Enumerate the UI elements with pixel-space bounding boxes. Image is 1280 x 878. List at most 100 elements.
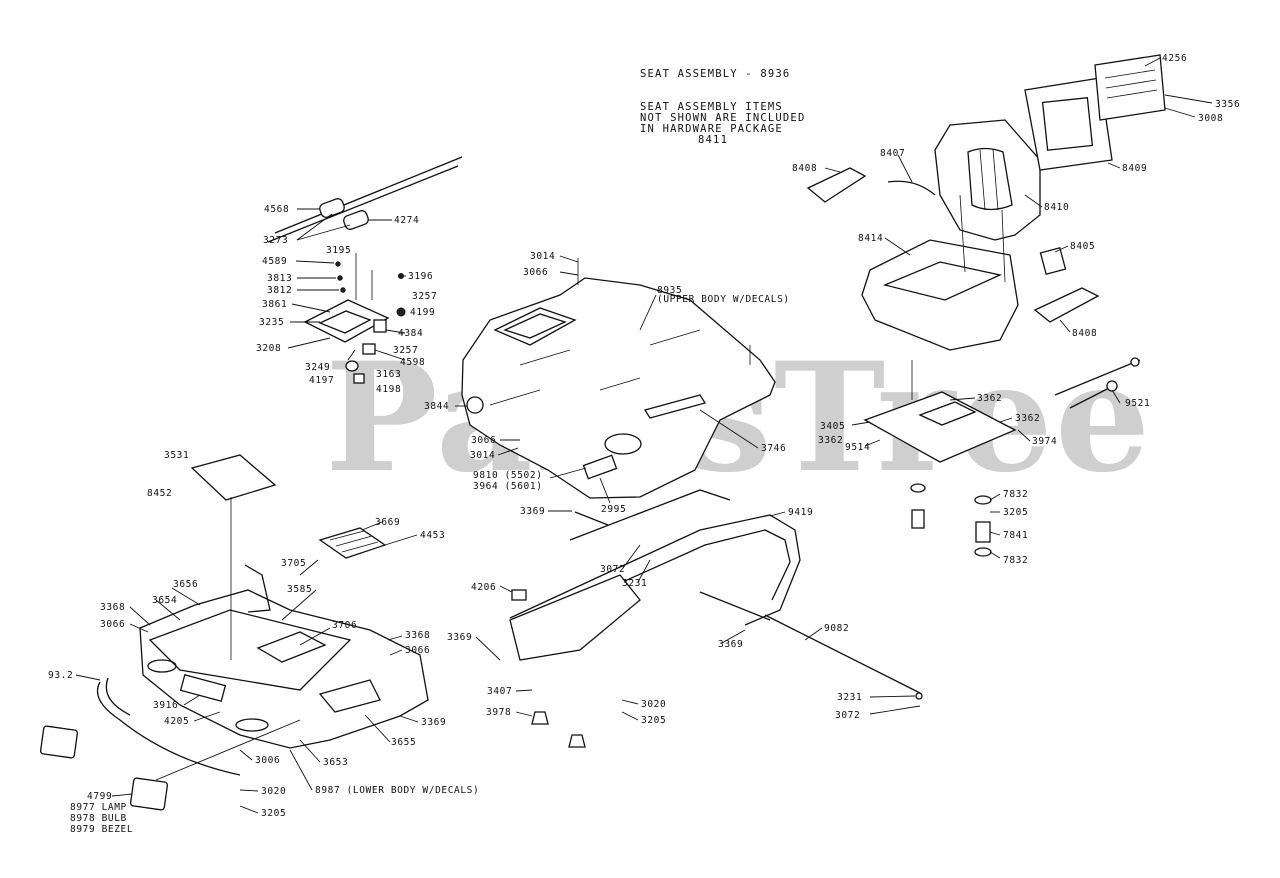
label-8935: 8935 (657, 285, 682, 296)
label-4206: 4206 (471, 582, 496, 593)
label-3964: 3964 (5601) (473, 481, 543, 492)
cable-rod-lower (267, 165, 459, 243)
label-3861: 3861 (262, 299, 287, 310)
grille-line-2 (335, 535, 373, 547)
cable-clip-4568 (319, 198, 345, 218)
label-8987: 8987 (LOWER BODY W/DECALS) (315, 785, 479, 796)
panel-3531 (190, 454, 277, 501)
label-4589: 4589 (262, 256, 287, 267)
nameplate-3916 (179, 674, 227, 702)
label-8410: 8410 (1044, 202, 1069, 213)
label-3669: 3669 (375, 517, 400, 528)
bracket-slot (318, 310, 372, 334)
headlight-hole-right (235, 718, 269, 732)
floor-opening-3706 (256, 631, 327, 663)
console-opening (503, 313, 567, 339)
label-4453: 4453 (420, 530, 445, 541)
seat-plate-cutout (918, 401, 977, 426)
part-labels: 4568 4274 3273 3195 4589 3813 3812 3196 … (48, 53, 1240, 835)
label-4205: 4205 (164, 716, 189, 727)
label-2995: 2995 (601, 504, 626, 515)
bumper-3006 (96, 681, 241, 776)
lower-body-shell (139, 589, 429, 749)
grille-line-1 (329, 530, 365, 541)
label-3020-a: 3020 (641, 699, 666, 710)
washer-3813 (337, 275, 343, 281)
washer-3812 (340, 287, 346, 293)
box-slat-2 (1105, 79, 1157, 89)
label-9082: 9082 (824, 623, 849, 634)
label-4274: 4274 (394, 215, 419, 226)
label-3653: 3653 (323, 757, 348, 768)
nut-4199 (396, 307, 406, 317)
label-3196: 3196 (408, 271, 433, 282)
fender-ridge-4 (649, 329, 701, 346)
washer-7832a (974, 495, 992, 505)
arm-bracket-8407 (887, 180, 936, 196)
seat-hinge-strap-right (1001, 209, 1006, 283)
label-8979: 8979 BEZEL (70, 824, 133, 835)
foot-center (568, 734, 586, 748)
spring-left (911, 509, 925, 529)
label-8452: 8452 (147, 488, 172, 499)
label-3356: 3356 (1215, 99, 1240, 110)
label-3208: 3208 (256, 343, 281, 354)
label-3072-b: 3072 (835, 710, 860, 721)
label-9419: 9419 (788, 507, 813, 518)
label-3369-b: 3369 (447, 632, 472, 643)
knob-3844 (466, 396, 484, 414)
label-4256: 4256 (1162, 53, 1187, 64)
storage-box-4256 (1094, 54, 1166, 121)
frame-9419 (509, 489, 923, 748)
frame-rail-top (509, 514, 801, 626)
footrest-3655 (318, 679, 381, 713)
label-8408-right: 8408 (1072, 328, 1097, 339)
mount-bracket-3861 (303, 299, 390, 343)
label-3231-b: 3231 (837, 692, 862, 703)
seat-back-8410 (934, 119, 1041, 241)
label-3655: 3655 (391, 737, 416, 748)
label-3368-b: 3368 (405, 630, 430, 641)
label-3746: 3746 (761, 443, 786, 454)
foot-platform (509, 574, 641, 661)
cable-clip-4274 (343, 210, 369, 230)
label-3531: 3531 (164, 450, 189, 461)
label-3369-d: 3369 (421, 717, 446, 728)
label-4598: 4598 (400, 357, 425, 368)
seat-back-seam-1 (979, 149, 986, 211)
brake-rod-9082 (764, 614, 921, 694)
fender-ridge-3 (489, 389, 541, 406)
label-8408-left: 8408 (792, 163, 817, 174)
label-8414: 8414 (858, 233, 883, 244)
label-3362-b: 3362 (818, 435, 843, 446)
bracket-8405 (1039, 246, 1067, 276)
headlight-left (39, 725, 79, 759)
seat-plate (863, 391, 1017, 463)
box-slat-1 (1104, 69, 1156, 79)
bracket-3705 (244, 564, 271, 613)
note-title: SEAT ASSEMBLY - 8936 (640, 68, 790, 80)
decal-9810 (582, 454, 618, 480)
bracket-4206 (511, 589, 527, 601)
spacer-4198 (353, 373, 365, 384)
label-4198: 4198 (376, 384, 401, 395)
label-3066-top: 3066 (523, 267, 548, 278)
upper-body-8935 (461, 258, 776, 499)
label-8407: 8407 (880, 148, 905, 159)
label-3205-b: 3205 (641, 715, 666, 726)
label-3072-a: 3072 (600, 564, 625, 575)
upper-body-console (493, 307, 577, 346)
washer-7832b (974, 547, 992, 557)
bumper-pad-9312 (105, 677, 131, 716)
label-4384: 4384 (398, 328, 423, 339)
clevis-3231 (915, 692, 923, 700)
leader-lines (75, 57, 1213, 814)
label-9521: 9521 (1125, 398, 1150, 409)
label-3585: 3585 (287, 584, 312, 595)
label-3195: 3195 (326, 245, 351, 256)
label-3066-mid: 3066 (471, 435, 496, 446)
label-3369-a: 3369 (520, 506, 545, 517)
label-9810: 9810 (5502) (473, 470, 543, 481)
label-8935-sub: (UPPER BODY W/DECALS) (657, 294, 790, 305)
